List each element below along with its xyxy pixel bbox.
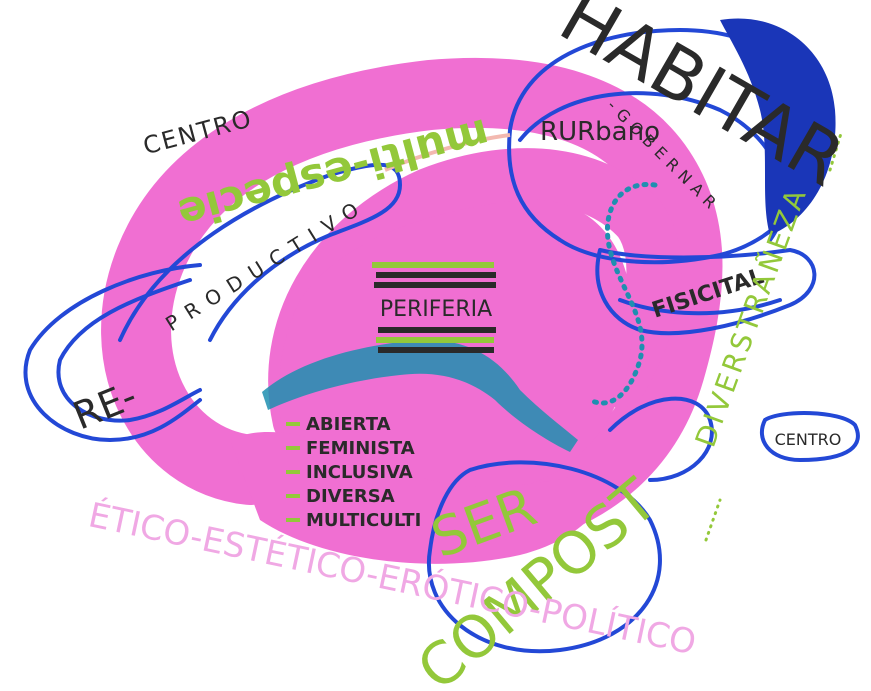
list-item-diversa: DIVERSA <box>306 486 395 507</box>
list-item-abierta: ABIERTA <box>306 414 391 435</box>
stripe-black-3 <box>378 327 496 333</box>
bullet-2 <box>286 446 300 450</box>
stripe-black-2 <box>374 282 496 288</box>
list-item-multiculti: MULTICULTI <box>306 510 421 531</box>
label-periferia: PERIFERIA <box>380 297 492 322</box>
stripe-green-2 <box>376 337 494 343</box>
bullet-5 <box>286 518 300 522</box>
label-centro-right: CENTRO <box>775 430 842 449</box>
stripe-black-4 <box>378 347 494 353</box>
list-item-feminista: FEMINISTA <box>306 438 415 459</box>
bullet-4 <box>286 494 300 498</box>
list-item-inclusiva: INCLUSIVA <box>306 462 413 483</box>
stripe-black-1 <box>376 272 496 278</box>
bullet-3 <box>286 470 300 474</box>
bullet-1 <box>286 422 300 426</box>
stripe-green-1 <box>372 262 494 268</box>
green-dotted-bottom <box>706 500 720 540</box>
